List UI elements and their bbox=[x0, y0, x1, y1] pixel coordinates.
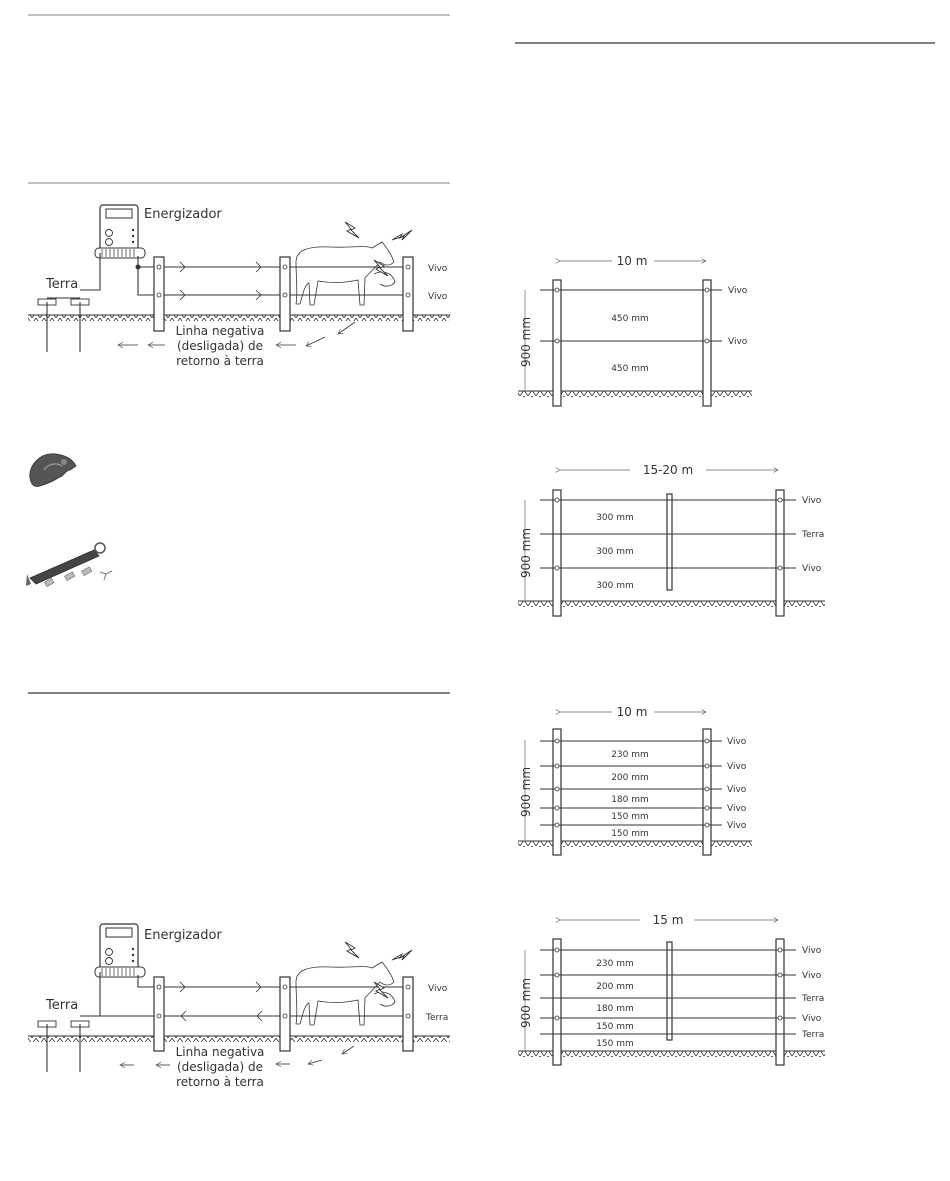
height-label: 900 mm bbox=[519, 317, 533, 367]
ground-hatch bbox=[28, 315, 450, 321]
wire-label: Vivo bbox=[728, 337, 748, 347]
span-label: 15-20 m bbox=[643, 463, 693, 477]
return-line-text: (desligada) de bbox=[177, 1060, 263, 1074]
dropper bbox=[666, 493, 673, 591]
wire-label: Vivo bbox=[802, 946, 822, 956]
fence-diagram-b: 15-20 m 900 mm Vivo Terra Vivo 300 mm 30… bbox=[518, 463, 825, 617]
spacing-label: 300 mm bbox=[596, 547, 634, 557]
height-label: 900 mm bbox=[519, 767, 533, 817]
wire-label-vivo: Vivo bbox=[428, 264, 448, 274]
shock-icon bbox=[373, 981, 389, 999]
energizer-diagram-top: Energizador Terra Vivo Vivo bbox=[28, 204, 450, 368]
energizer-diagram-bottom: Energizador Terra Vivo Terra bbox=[28, 923, 450, 1089]
wire-label: Vivo bbox=[802, 971, 822, 981]
wire-label: Terra bbox=[801, 1030, 824, 1040]
return-line-text: (desligada) de bbox=[177, 339, 263, 353]
return-line-text: Linha negativa bbox=[176, 1045, 265, 1059]
shock-icon bbox=[344, 221, 360, 239]
earth-lead bbox=[80, 253, 101, 291]
return-line-text: Linha negativa bbox=[176, 324, 265, 338]
fence-post bbox=[552, 938, 562, 1066]
live-wire-2 bbox=[137, 267, 408, 296]
wire-label: Vivo bbox=[727, 762, 747, 772]
wire-label: Vivo bbox=[727, 804, 747, 814]
energizer-display bbox=[105, 927, 133, 938]
earth-lead bbox=[80, 972, 101, 1017]
spacing-label: 230 mm bbox=[596, 959, 634, 969]
spacing-label: 450 mm bbox=[611, 364, 649, 374]
wire-label: Vivo bbox=[802, 1014, 822, 1024]
shock-icon bbox=[391, 229, 413, 241]
wire-label: Vivo bbox=[802, 564, 822, 574]
fence-post bbox=[775, 489, 785, 617]
spacing-label: 300 mm bbox=[596, 581, 634, 591]
live-wire-1 bbox=[137, 256, 408, 268]
fence-post bbox=[552, 489, 562, 617]
fence-post bbox=[552, 728, 562, 856]
dropper bbox=[666, 941, 673, 1041]
height-label: 900 mm bbox=[519, 978, 533, 1028]
spacing-label: 450 mm bbox=[611, 314, 649, 324]
return-line-text: retorno à terra bbox=[176, 354, 264, 368]
wire-label: Terra bbox=[801, 994, 824, 1004]
spacing-label: 150 mm bbox=[611, 829, 649, 839]
wire-label: Terra bbox=[801, 530, 824, 540]
fence-diagram-d: 15 m 900 mm Vivo Vivo Terra Vivo Terra 2… bbox=[518, 913, 825, 1066]
wire-label: Vivo bbox=[727, 821, 747, 831]
energizer-knob bbox=[105, 229, 113, 237]
wire-label: Vivo bbox=[727, 785, 747, 795]
shock-icon bbox=[373, 259, 389, 277]
fence-diagram-c: 10 m 900 mm Vivo Vivo Vivo Vivo Vivo 230… bbox=[518, 705, 752, 856]
energizer-terminal-bar bbox=[94, 966, 146, 978]
shock-icon bbox=[391, 949, 413, 961]
ground-hatch bbox=[28, 1036, 450, 1042]
energizer-display bbox=[105, 208, 133, 219]
insulator-clip-icon bbox=[29, 453, 77, 487]
spacing-label: 180 mm bbox=[596, 1004, 634, 1014]
spacing-label: 150 mm bbox=[611, 812, 649, 822]
wire-label-vivo: Vivo bbox=[428, 292, 448, 302]
wire-label-terra: Terra bbox=[425, 1013, 448, 1023]
spacing-label: 300 mm bbox=[596, 513, 634, 523]
span-label: 10 m bbox=[617, 705, 648, 719]
span-label: 10 m bbox=[617, 254, 648, 268]
span-label: 15 m bbox=[653, 913, 684, 927]
spacing-label: 150 mm bbox=[596, 1039, 634, 1049]
spacing-label: 150 mm bbox=[596, 1022, 634, 1032]
spacing-label: 200 mm bbox=[596, 982, 634, 992]
shock-icon bbox=[344, 941, 360, 959]
energizer-label: Energizador bbox=[144, 928, 222, 943]
fence-post bbox=[702, 728, 712, 856]
spacing-label: 230 mm bbox=[611, 750, 649, 760]
live-wire bbox=[137, 975, 408, 988]
spacing-label: 180 mm bbox=[611, 795, 649, 805]
fence-post bbox=[775, 938, 785, 1066]
energizer-knob bbox=[105, 238, 113, 246]
earth-label: Terra bbox=[45, 277, 78, 292]
return-line-text: retorno à terra bbox=[176, 1075, 264, 1089]
spacing-label: 200 mm bbox=[611, 773, 649, 783]
wire-label: Vivo bbox=[727, 737, 747, 747]
fence-diagram-a: 10 m 900 mm Vivo Vivo 450 mm 450 mm bbox=[518, 254, 752, 407]
wire-label: Vivo bbox=[728, 286, 748, 296]
wire-label: Vivo bbox=[802, 496, 822, 506]
energizer-terminal-bar bbox=[94, 247, 146, 259]
energizer-label: Energizador bbox=[144, 207, 222, 222]
earth-label: Terra bbox=[45, 998, 78, 1013]
gate-handle-kit-icon bbox=[26, 542, 113, 588]
height-label: 900 mm bbox=[519, 528, 533, 578]
cow-outline bbox=[295, 241, 395, 306]
wire-label-vivo: Vivo bbox=[428, 984, 448, 994]
cow-outline bbox=[295, 961, 395, 1026]
